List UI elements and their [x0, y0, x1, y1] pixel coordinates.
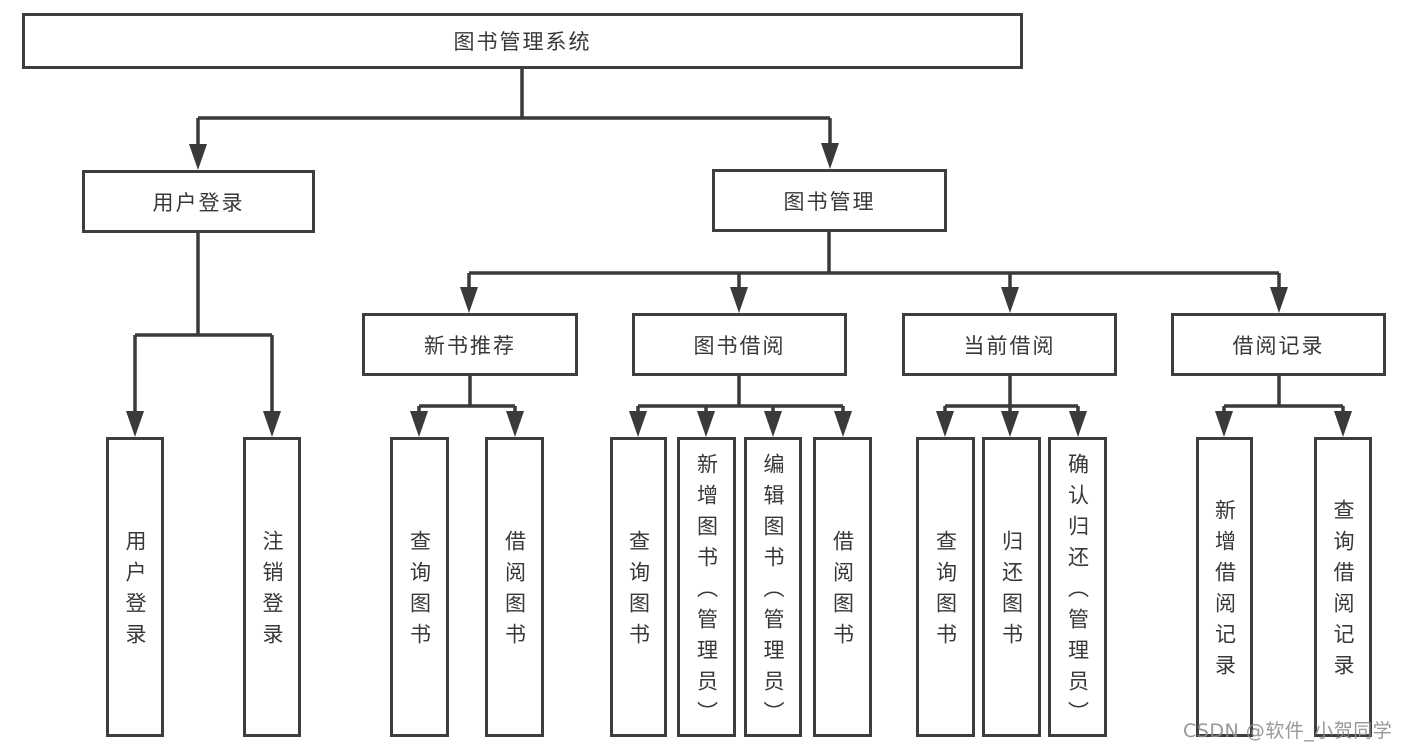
node-label: 用户登录 [123, 530, 147, 654]
node-label: 确认归还（管理员） [1065, 452, 1090, 732]
node-leaf-query-books-2: 查询图书 [610, 437, 667, 737]
node-label: 借阅图书 [830, 530, 855, 654]
node-borrowing-records: 借阅记录 [1171, 313, 1386, 376]
node-leaf-borrow-books-2: 借阅图书 [813, 437, 872, 737]
node-leaf-add-borrow-record: 新增借阅记录 [1196, 437, 1253, 737]
node-leaf-user-login: 用户登录 [106, 437, 164, 737]
node-label: 图书管理 [783, 189, 876, 214]
node-label: 新书推荐 [424, 333, 516, 358]
node-label: 当前借阅 [963, 333, 1056, 358]
node-leaf-borrow-books-1: 借阅图书 [485, 437, 544, 737]
node-label: 图书借阅 [693, 333, 786, 358]
node-book-borrowing: 图书借阅 [632, 313, 847, 376]
node-user-login: 用户登录 [82, 170, 315, 233]
node-leaf-edit-books-admin: 编辑图书（管理员） [744, 437, 802, 737]
node-leaf-query-books-1: 查询图书 [390, 437, 449, 737]
node-new-book-recommend: 新书推荐 [362, 313, 578, 376]
node-label: 注销登录 [260, 530, 284, 654]
node-book-management: 图书管理 [712, 169, 947, 232]
node-label: 查询图书 [933, 530, 958, 654]
node-label: 查询图书 [626, 530, 651, 654]
node-label: 查询图书 [407, 530, 432, 654]
node-leaf-confirm-return-admin: 确认归还（管理员） [1048, 437, 1107, 737]
node-label: 借阅图书 [502, 530, 527, 654]
node-leaf-return-books: 归还图书 [982, 437, 1041, 737]
node-leaf-add-books-admin: 新增图书（管理员） [677, 437, 736, 737]
node-leaf-logout: 注销登录 [243, 437, 301, 737]
node-label: 编辑图书（管理员） [761, 452, 785, 732]
node-label: 新增图书（管理员） [694, 452, 719, 732]
node-label: 用户登录 [152, 190, 245, 215]
node-leaf-query-books-3: 查询图书 [916, 437, 975, 737]
csdn-watermark: CSDN @软件_小贺同学 [1183, 720, 1393, 742]
node-label: 借阅记录 [1232, 333, 1325, 358]
node-label: 图书管理系统 [453, 30, 592, 54]
node-label: 查询借阅记录 [1331, 499, 1355, 685]
node-leaf-query-borrow-record: 查询借阅记录 [1314, 437, 1372, 737]
node-label: 归还图书 [999, 530, 1024, 654]
node-label: 新增借阅记录 [1212, 499, 1237, 685]
node-current-borrowing: 当前借阅 [902, 313, 1117, 376]
node-system-root: 图书管理系统 [22, 13, 1023, 69]
